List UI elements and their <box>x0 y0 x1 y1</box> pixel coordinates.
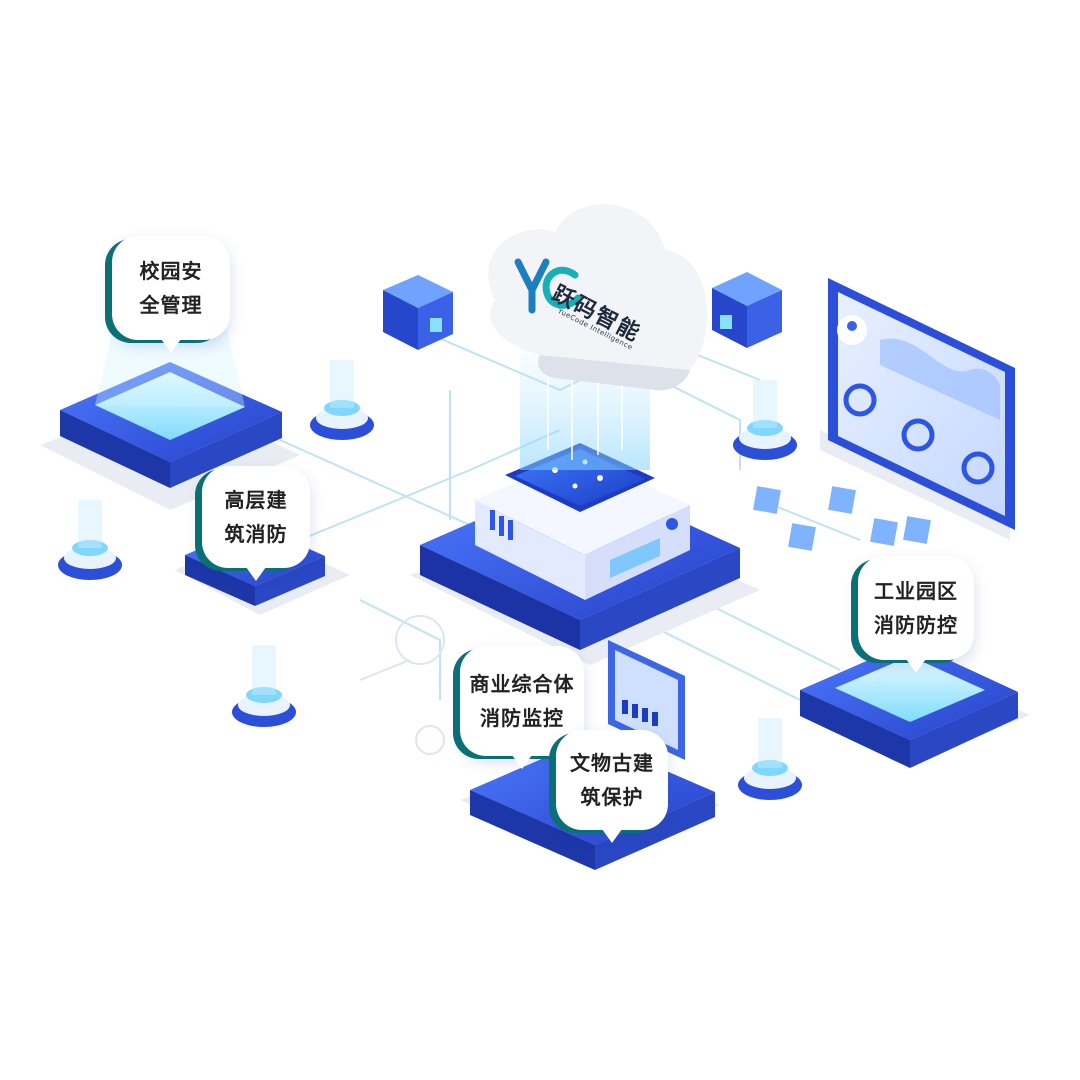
sensor-pillar-icon <box>232 645 296 727</box>
sensor-pillar-icon <box>58 500 122 580</box>
bubble-line: 商业综合体 <box>469 672 575 696</box>
bubble-line: 消防防控 <box>874 613 958 637</box>
server-cube-icon <box>712 272 782 348</box>
bubble-line: 文物古建 <box>570 751 654 775</box>
faint-network-icons <box>359 615 445 755</box>
server-cube-icon <box>383 275 453 350</box>
bubble-heritage-protection: 文物古建 筑保护 <box>556 730 668 843</box>
bubble-highrise-fire: 高层建 筑消防 <box>202 466 310 581</box>
sensor-pillar-icon <box>738 718 802 800</box>
bubble-line: 高层建 <box>224 488 288 512</box>
bubble-line: 校园安 <box>139 259 203 283</box>
cloud-icon <box>488 204 708 391</box>
platform-industrial <box>800 642 1018 768</box>
dashboard-screen-icon <box>828 278 1015 530</box>
bubble-line: 工业园区 <box>874 579 958 603</box>
sensor-pillar-icon <box>733 380 797 460</box>
bubble-line: 消防监控 <box>480 706 564 730</box>
bubble-campus-safety: 校园安 全管理 <box>112 236 230 353</box>
bubble-line: 筑保护 <box>580 785 644 809</box>
user-avatar-icon <box>847 321 857 331</box>
server-bar-indicators <box>490 510 513 540</box>
bubble-line: 全管理 <box>139 293 203 317</box>
data-node-chain <box>753 486 931 551</box>
bubble-line: 筑消防 <box>224 522 288 546</box>
sensor-pillar-icon <box>310 360 374 440</box>
bubble-industrial-park: 工业园区 消防防控 <box>858 556 974 673</box>
